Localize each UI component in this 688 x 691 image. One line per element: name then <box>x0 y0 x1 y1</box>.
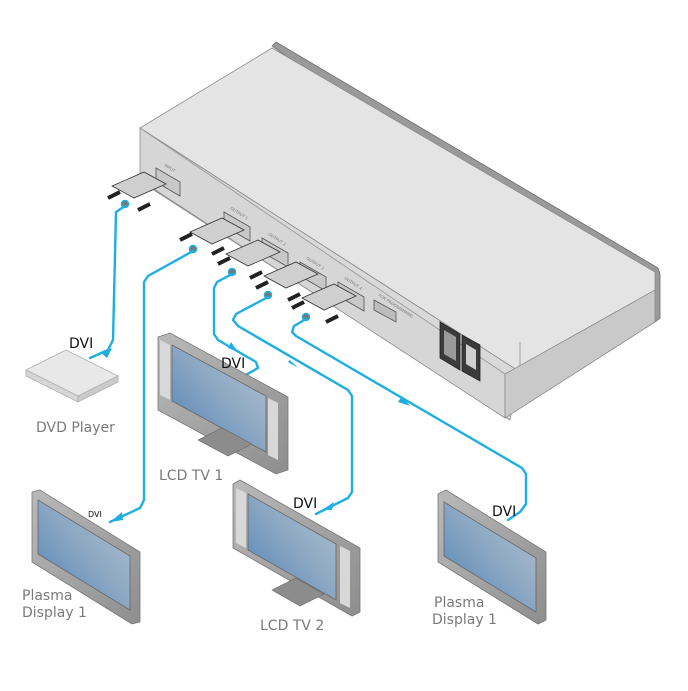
device-label-plasma-right-line2: Display 1 <box>432 612 497 628</box>
lcd-tv-1 <box>157 332 289 475</box>
arrow-icon <box>110 512 123 522</box>
port-input[interactable]: INPUT <box>155 163 181 197</box>
device-label-lcd2: LCD TV 2 <box>260 618 324 634</box>
arrow-icon <box>228 342 238 352</box>
cable-output1-to-plasma-left <box>108 249 195 524</box>
dvi-plug-output3 <box>255 261 319 302</box>
connection-label-plasma-left: DVI <box>88 510 102 519</box>
connection-label-lcd2: DVI <box>293 496 317 512</box>
device-label-plasma-right-line1: Plasma <box>434 595 484 611</box>
arrow-icon <box>322 502 334 510</box>
dvd-player <box>25 349 119 403</box>
plasma-display-right <box>437 489 547 625</box>
cable-dvd-to-input <box>88 204 127 360</box>
device-label-plasma-left-line1: Plasma <box>22 588 72 604</box>
device-label-lcd1: LCD TV 1 <box>159 468 223 484</box>
cable-output3-to-lcd2 <box>231 295 354 516</box>
arrow-icon <box>288 360 298 368</box>
cable-output2-to-lcd1 <box>212 272 260 378</box>
power-inlet-icon <box>439 321 461 371</box>
connection-label-lcd1: DVI <box>221 356 245 372</box>
connection-label-plasma-right: DVI <box>492 504 516 520</box>
dvi-plug-output4 <box>291 283 357 324</box>
switcher-device <box>139 41 661 421</box>
port-label-input: INPUT <box>163 163 176 174</box>
dvi-plug-output1 <box>179 217 245 256</box>
cable-output4-to-plasma-right <box>290 317 528 522</box>
device-label-dvd: DVD Player <box>36 420 115 436</box>
plasma-display-left <box>31 489 141 625</box>
lcd-tv-2 <box>232 479 361 617</box>
dvi-plug-output2 <box>217 239 281 280</box>
power-switch[interactable] <box>461 334 481 382</box>
arrow-icon <box>100 348 112 358</box>
device-label-plasma-left-line2: Display 1 <box>22 605 87 621</box>
arrow-icon <box>398 396 410 406</box>
connection-label-dvd: DVI <box>69 336 93 352</box>
